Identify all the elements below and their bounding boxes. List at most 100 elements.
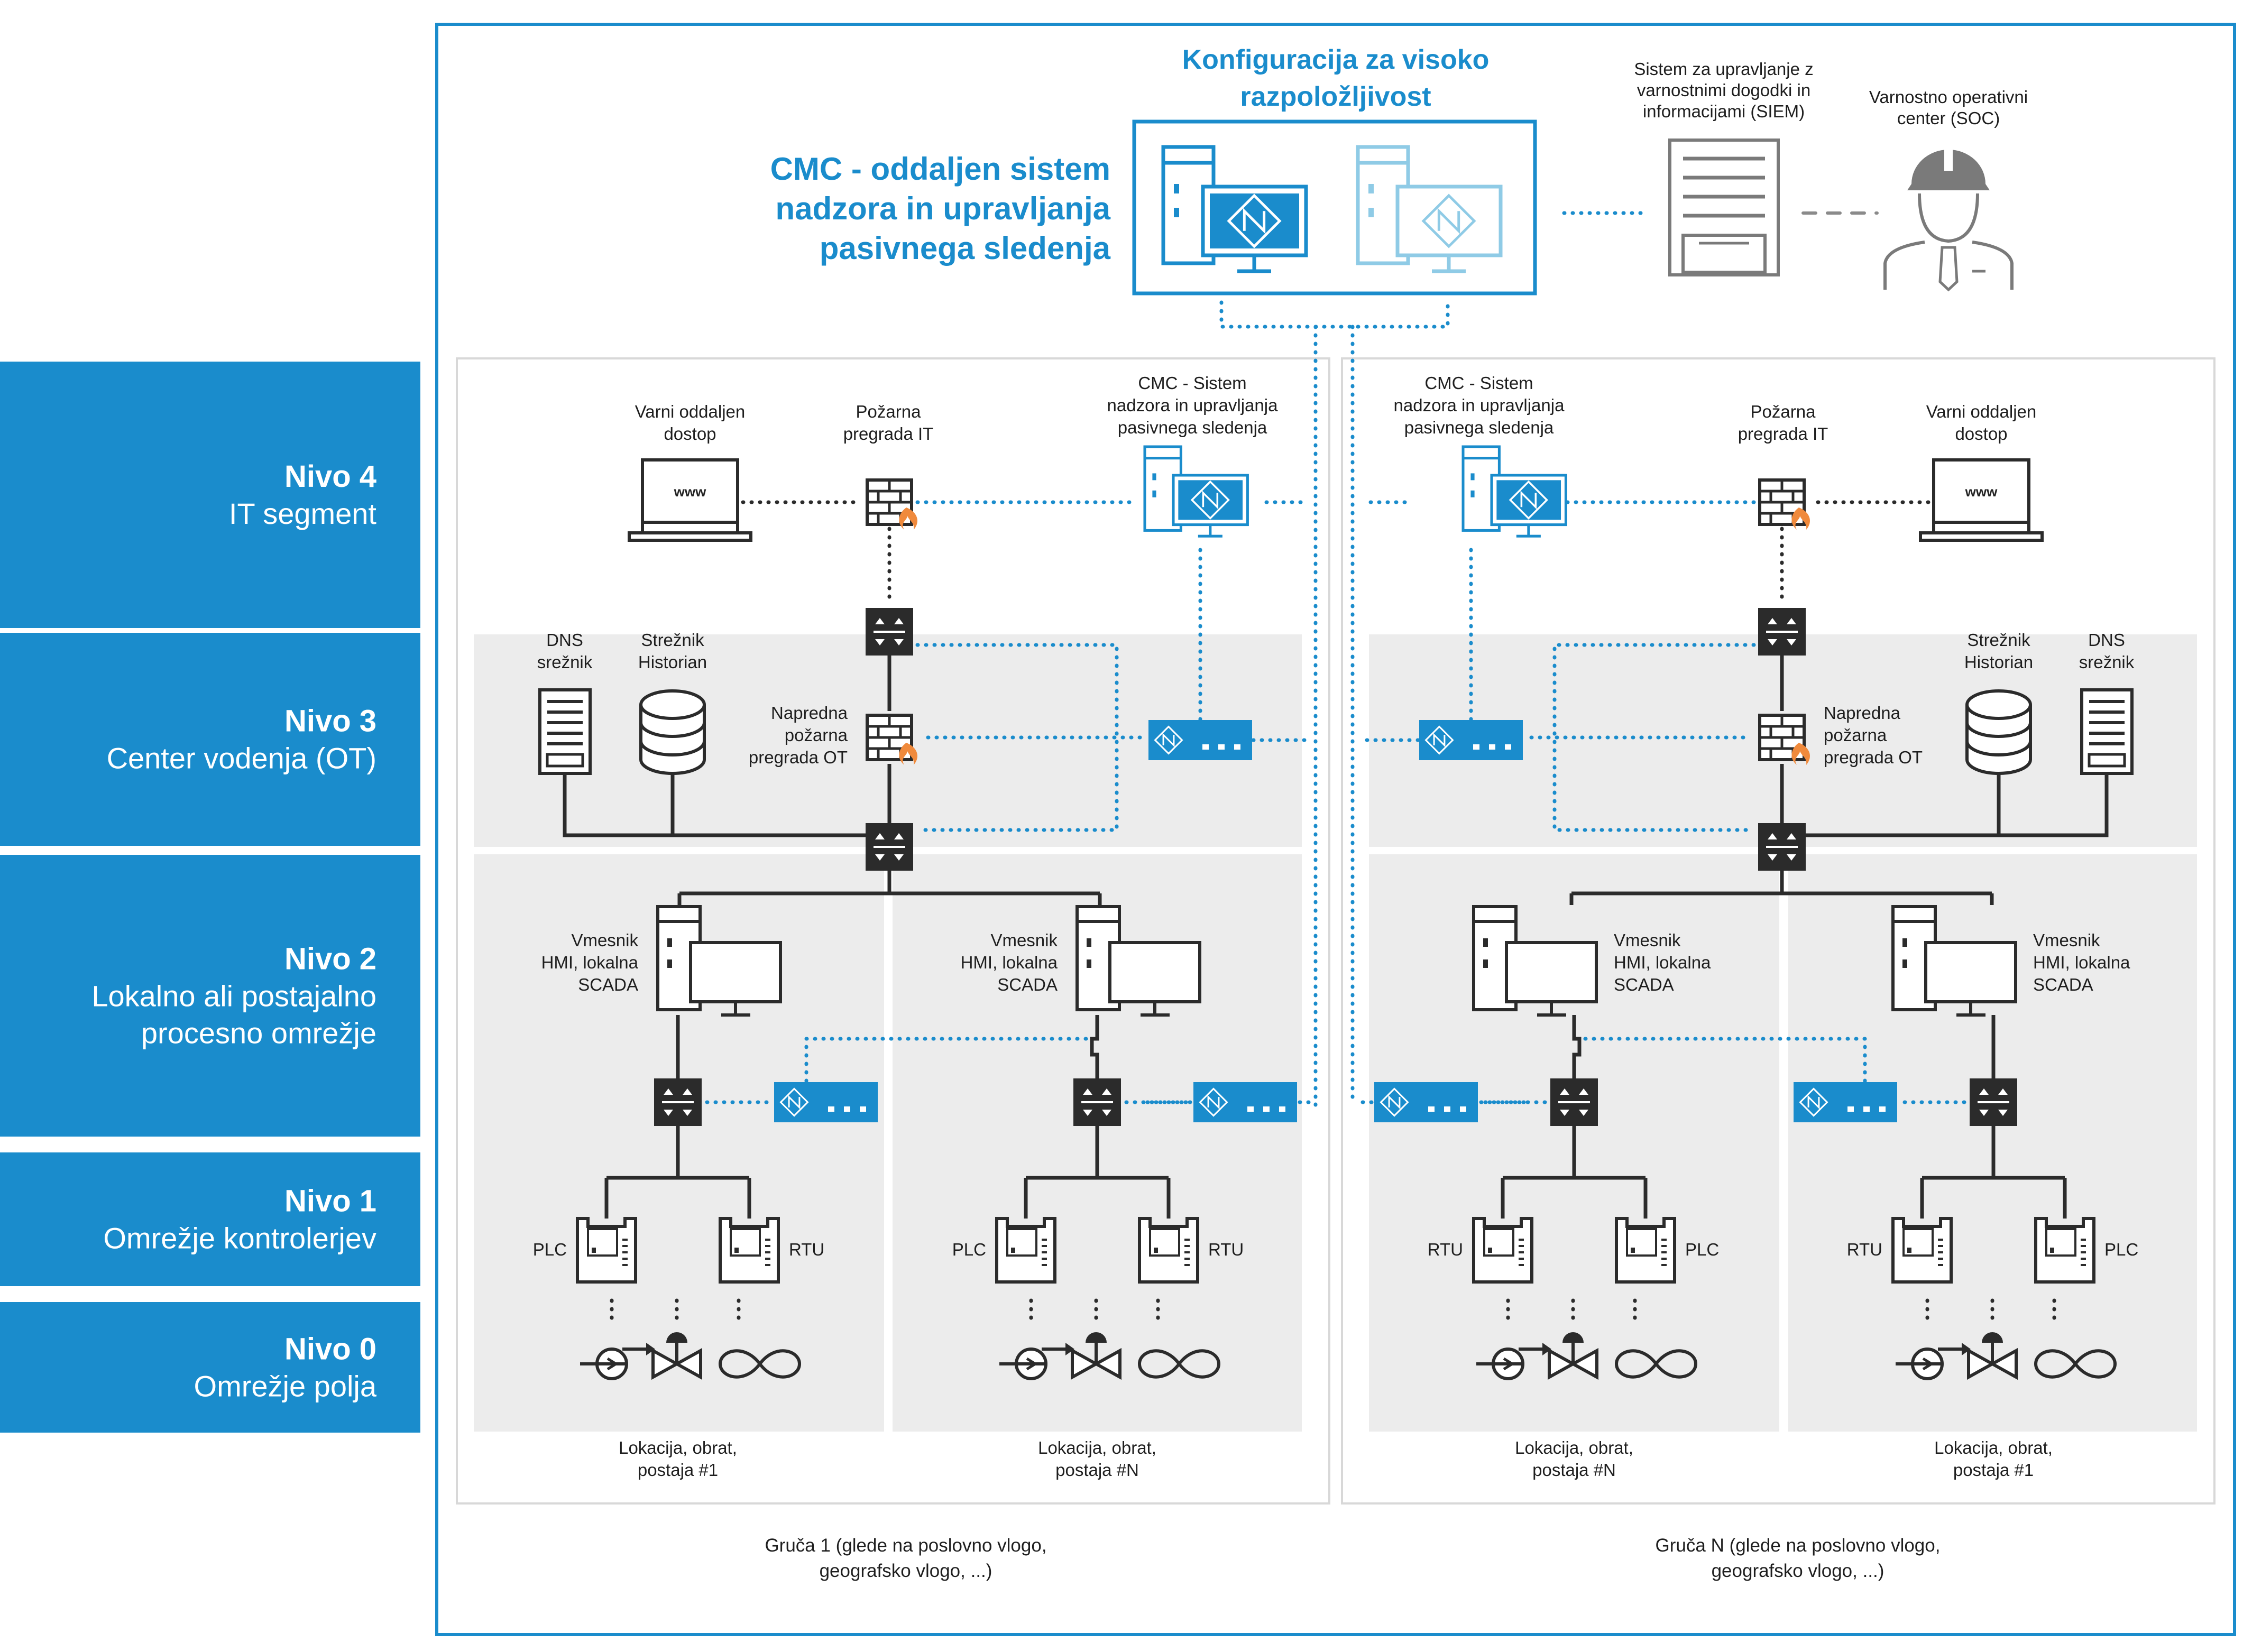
sensor-port: [1444, 1106, 1450, 1112]
controller-icon: [719, 1217, 780, 1284]
controller-body: [2034, 1217, 2095, 1284]
controller-module: [1902, 1228, 1934, 1257]
laptop-screen: [641, 458, 739, 524]
flow-meter-icon: [1614, 1349, 1698, 1379]
switch-arrow: [1083, 1088, 1092, 1095]
switch-arrow: [1787, 639, 1796, 645]
sensor-body: [1794, 1082, 1897, 1122]
server-led: [667, 959, 672, 968]
switch-arrow: [875, 639, 885, 645]
sensor-port: [828, 1106, 834, 1112]
network-switch-icon: [866, 823, 913, 871]
server-led: [1483, 938, 1488, 947]
switch-arrow: [1998, 1110, 2008, 1116]
sensor-port: [1505, 744, 1511, 750]
face: [1918, 193, 1979, 243]
cluster-1-frame: [456, 357, 1330, 1505]
sensor-port: [1428, 1106, 1435, 1112]
cmc-primary-icon: [1161, 145, 1308, 273]
hmi-workstation-icon: [1075, 905, 1201, 1017]
controller-led: [1631, 1248, 1635, 1253]
site-caption: Lokacija, obrat,postaja #N: [1515, 1438, 1633, 1480]
sensor-body: [1419, 720, 1523, 760]
monitor-screen: [689, 941, 782, 1003]
sensor-port: [1879, 1106, 1886, 1112]
logo-diamond: [1380, 1087, 1409, 1117]
level-number: Nivo 3: [284, 704, 376, 739]
plc-label: PLC: [952, 1240, 986, 1259]
controller-led: [1154, 1248, 1158, 1253]
server-led: [1174, 184, 1179, 193]
controller-icon: [576, 1217, 637, 1284]
valve-icon: [651, 1332, 702, 1380]
logo-diamond: [1190, 480, 1230, 520]
flow-meter-icon: [1137, 1349, 1221, 1379]
controller-body: [576, 1217, 637, 1284]
controller-module: [1483, 1228, 1514, 1257]
controller-led: [2050, 1248, 2054, 1253]
sensor-port: [1202, 744, 1209, 750]
sensor-port: [1460, 1106, 1466, 1112]
sensor-port: [860, 1106, 866, 1112]
plc-label: PLC: [533, 1240, 567, 1259]
switch-arrow: [875, 854, 885, 861]
controller-icon: [1138, 1217, 1199, 1284]
logo-mark: [1437, 208, 1460, 234]
firewall-icon: [1758, 478, 1810, 530]
db-ring: [1965, 722, 2032, 738]
controller-body: [995, 1217, 1056, 1284]
db-top: [639, 689, 706, 720]
sensor-body: [1148, 720, 1252, 760]
sensor-body: [774, 1082, 878, 1122]
sensor-port: [1279, 1106, 1285, 1112]
cmc-local-icon: [1461, 445, 1567, 538]
hmi-switch-link: [1090, 1015, 1099, 1078]
dns-link: [1806, 774, 2109, 837]
switch-arrow: [1102, 1110, 1111, 1116]
sensor-appliance-icon: [1148, 720, 1252, 760]
logo-mark: [788, 1095, 801, 1110]
level-name: Center vodenja (OT): [107, 742, 376, 775]
network-switch-icon: [1758, 823, 1806, 871]
level-number: Nivo 2: [284, 942, 376, 976]
switch-arrow: [894, 854, 904, 861]
cluster-1-caption: Gruča 1 (glede na poslovno vlogo,geograf…: [765, 1535, 1046, 1581]
span-loop: [915, 643, 1119, 832]
pump-arrow: [1065, 1343, 1074, 1355]
dns-server-icon: [538, 688, 592, 775]
sensor-port: [1489, 744, 1495, 750]
controller-body: [1615, 1217, 1676, 1284]
switch-arrow: [894, 833, 904, 839]
valve-icon: [1548, 1332, 1598, 1380]
rack: [1668, 139, 1780, 276]
pump-chevron: [606, 1357, 619, 1371]
server-led: [1174, 208, 1179, 217]
tie: [1938, 246, 1959, 292]
laptop-screen: [1932, 458, 2030, 524]
controller-module: [2045, 1228, 2076, 1257]
www-label: www: [674, 484, 706, 500]
server-led: [1470, 490, 1475, 497]
logo-mark: [1162, 733, 1175, 747]
controller-body: [1138, 1217, 1199, 1284]
sensor-body: [1193, 1082, 1297, 1122]
sensor-port: [844, 1106, 850, 1112]
pump-arrow: [1542, 1343, 1551, 1355]
level-band: [0, 1152, 420, 1286]
server-led: [1902, 938, 1907, 947]
